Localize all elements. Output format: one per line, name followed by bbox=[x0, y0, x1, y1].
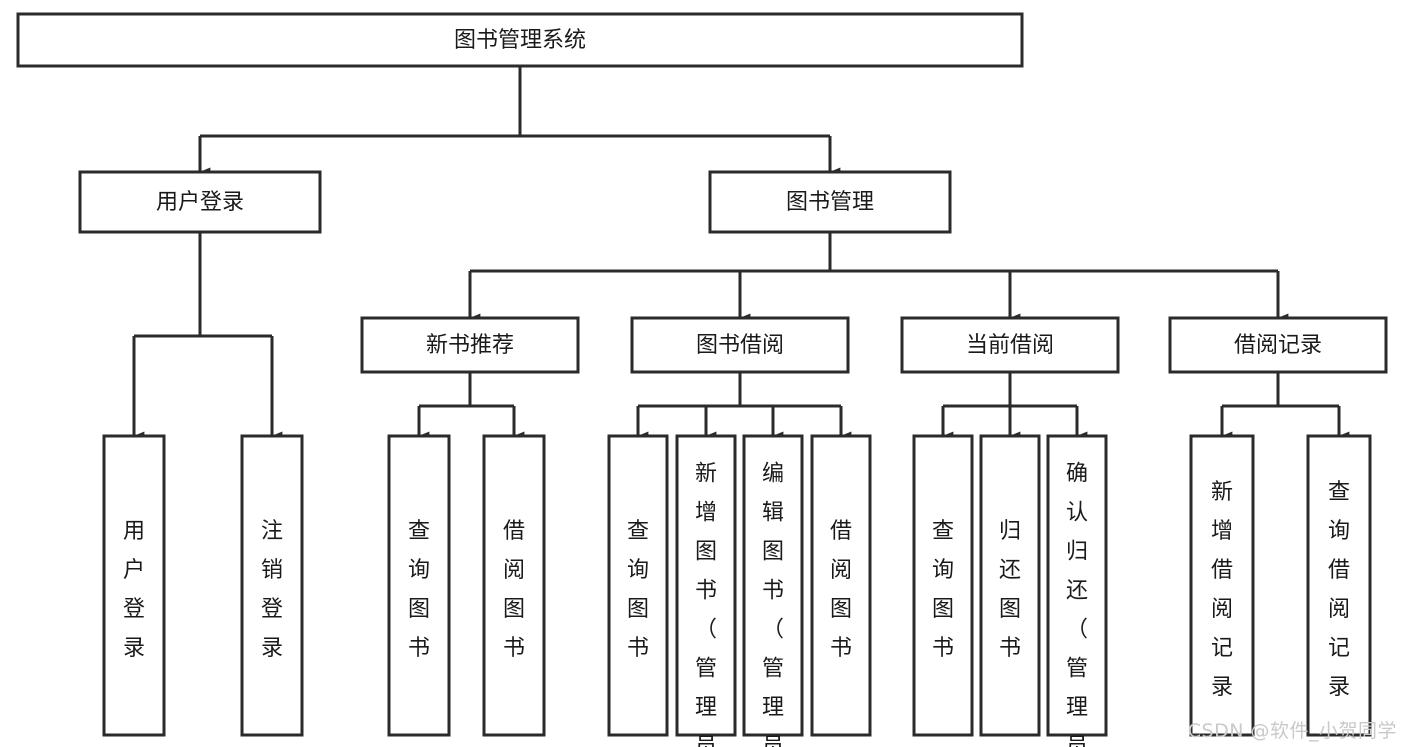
node-label: 归还图书 bbox=[999, 519, 1021, 661]
node-box bbox=[102, 434, 166, 737]
node-leaf-logout[interactable]: 注销登录 bbox=[240, 434, 304, 737]
node-label: 用户登录 bbox=[123, 519, 145, 661]
edge-group-bookmgmt bbox=[468, 232, 1289, 323]
node-label: 注销登录 bbox=[261, 519, 283, 661]
node-box bbox=[1168, 316, 1388, 374]
node-root[interactable]: 图书管理系统 bbox=[16, 12, 1024, 68]
node-box bbox=[675, 434, 737, 737]
node-label: 图书借阅 bbox=[696, 333, 784, 358]
edge-layer bbox=[132, 66, 1350, 441]
node-box bbox=[1306, 434, 1372, 737]
edge-group-records bbox=[1220, 372, 1350, 441]
edge-group-newbook bbox=[417, 372, 525, 441]
node-leaf-login[interactable]: 用户登录 bbox=[102, 434, 166, 737]
node-label: 新书推荐 bbox=[426, 333, 514, 358]
node-layer: 图书管理系统用户登录图书管理新书推荐图书借阅当前借阅借阅记录用户登录注销登录查询… bbox=[16, 12, 1388, 747]
node-label: 查询图书 bbox=[408, 519, 430, 661]
node-box bbox=[607, 434, 669, 737]
edge-group-root bbox=[198, 66, 841, 177]
node-box bbox=[240, 434, 304, 737]
node-label: 新增借阅记录 bbox=[1211, 480, 1233, 700]
node-bookmgmt[interactable]: 图书管理 bbox=[708, 170, 952, 234]
node-leaf-nb-borrow[interactable]: 借阅图书 bbox=[482, 434, 546, 737]
node-label: 图书管理 bbox=[786, 190, 874, 215]
node-leaf-nb-query[interactable]: 查询图书 bbox=[387, 434, 451, 737]
node-leaf-bo-add[interactable]: 新增图书（管理员） bbox=[675, 434, 737, 747]
node-box bbox=[482, 434, 546, 737]
node-box bbox=[810, 434, 872, 737]
node-login[interactable]: 用户登录 bbox=[78, 170, 322, 234]
node-label: 用户登录 bbox=[156, 190, 244, 215]
node-label: 图书管理系统 bbox=[454, 28, 586, 53]
node-label: 当前借阅 bbox=[966, 333, 1054, 358]
node-label: 查询借阅记录 bbox=[1328, 480, 1350, 700]
node-box bbox=[900, 316, 1120, 374]
edge-group-borrow bbox=[636, 372, 852, 441]
node-leaf-re-add[interactable]: 新增借阅记录 bbox=[1189, 434, 1255, 737]
node-box bbox=[360, 316, 580, 374]
node-leaf-bo-edit[interactable]: 编辑图书（管理员） bbox=[742, 434, 804, 747]
node-label: 编辑图书（管理员） bbox=[762, 461, 784, 747]
node-leaf-bo-borrow[interactable]: 借阅图书 bbox=[810, 434, 872, 737]
node-current[interactable]: 当前借阅 bbox=[900, 316, 1120, 374]
node-box bbox=[1046, 434, 1108, 737]
node-box bbox=[78, 170, 322, 234]
node-label: 查询图书 bbox=[932, 519, 954, 661]
node-box bbox=[16, 12, 1024, 68]
node-leaf-cu-return[interactable]: 归还图书 bbox=[979, 434, 1041, 737]
node-leaf-cu-confirm[interactable]: 确认归还（管理员） bbox=[1046, 434, 1108, 747]
node-label: 确认归还（管理员） bbox=[1066, 461, 1088, 747]
node-box bbox=[387, 434, 451, 737]
node-label: 新增图书（管理员） bbox=[695, 461, 717, 747]
node-box bbox=[1189, 434, 1255, 737]
node-box bbox=[630, 316, 850, 374]
edge-group-login bbox=[132, 232, 283, 441]
node-box bbox=[708, 170, 952, 234]
node-label: 借阅图书 bbox=[830, 519, 852, 661]
node-leaf-cu-query[interactable]: 查询图书 bbox=[912, 434, 974, 737]
node-newbook[interactable]: 新书推荐 bbox=[360, 316, 580, 374]
node-records[interactable]: 借阅记录 bbox=[1168, 316, 1388, 374]
node-borrow[interactable]: 图书借阅 bbox=[630, 316, 850, 374]
node-label: 查询图书 bbox=[627, 519, 649, 661]
node-label: 借阅图书 bbox=[503, 519, 525, 661]
node-box bbox=[979, 434, 1041, 737]
node-leaf-bo-query[interactable]: 查询图书 bbox=[607, 434, 669, 737]
node-box bbox=[742, 434, 804, 737]
edge-group-current bbox=[941, 372, 1088, 441]
node-leaf-re-query[interactable]: 查询借阅记录 bbox=[1306, 434, 1372, 737]
node-label: 借阅记录 bbox=[1234, 333, 1322, 358]
node-box bbox=[912, 434, 974, 737]
